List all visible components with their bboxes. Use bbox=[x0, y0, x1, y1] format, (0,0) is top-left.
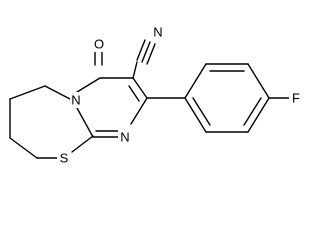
thiazine-sulfur-label: S bbox=[60, 151, 69, 166]
nitrile-bonds bbox=[132, 39, 156, 79]
bond-nitrile-triple-a bbox=[136, 39, 146, 61]
thiazine-ring-bonds bbox=[9, 85, 94, 159]
bond-ph-3-4 bbox=[247, 63, 270, 99]
bond-s-c-fused bbox=[71, 135, 94, 153]
atom-labels: N O N N S F bbox=[57, 24, 303, 166]
molecular-structure-diagram: N O N N S F bbox=[9, 24, 303, 166]
carbonyl-oxygen-label: O bbox=[94, 37, 104, 52]
bond-nitrile-triple-c bbox=[146, 43, 156, 65]
fluorine-label: F bbox=[292, 91, 300, 106]
bond-ph-4-5-inner bbox=[243, 97, 262, 126]
bond-n-ch2 bbox=[44, 85, 71, 100]
bond-nitrile-triple-b bbox=[141, 41, 151, 63]
bond-ph-6-1-inner bbox=[192, 97, 211, 126]
bond-ch2-ch2-upper bbox=[9, 85, 46, 100]
pyrimidinone-ring-bonds bbox=[76, 77, 148, 138]
bond-n-c-carbonyl bbox=[76, 77, 101, 93]
bond-ch2-ch2-lower bbox=[9, 137, 38, 159]
carbonyl-bonds bbox=[94, 50, 103, 66]
ring-fusion-nitrogen-label: N bbox=[71, 93, 80, 108]
fluorophenyl-ring-bonds bbox=[184, 63, 270, 133]
cyano-nitrogen-label: N bbox=[153, 25, 162, 40]
bond-ph-6-1 bbox=[184, 97, 207, 133]
pyrimidine-nitrogen-label: N bbox=[120, 130, 129, 145]
bond-c-cyano-c-aryl-inner bbox=[128, 85, 140, 102]
bond-c-fused-n bbox=[76, 107, 94, 138]
bond-c-nitrile-single bbox=[132, 61, 138, 79]
bond-c-aryl-n bbox=[130, 97, 148, 125]
bond-ph-4-5 bbox=[247, 97, 270, 133]
bond-c-cyano-c-aryl bbox=[132, 77, 148, 99]
bond-ph-1-2 bbox=[184, 63, 207, 99]
